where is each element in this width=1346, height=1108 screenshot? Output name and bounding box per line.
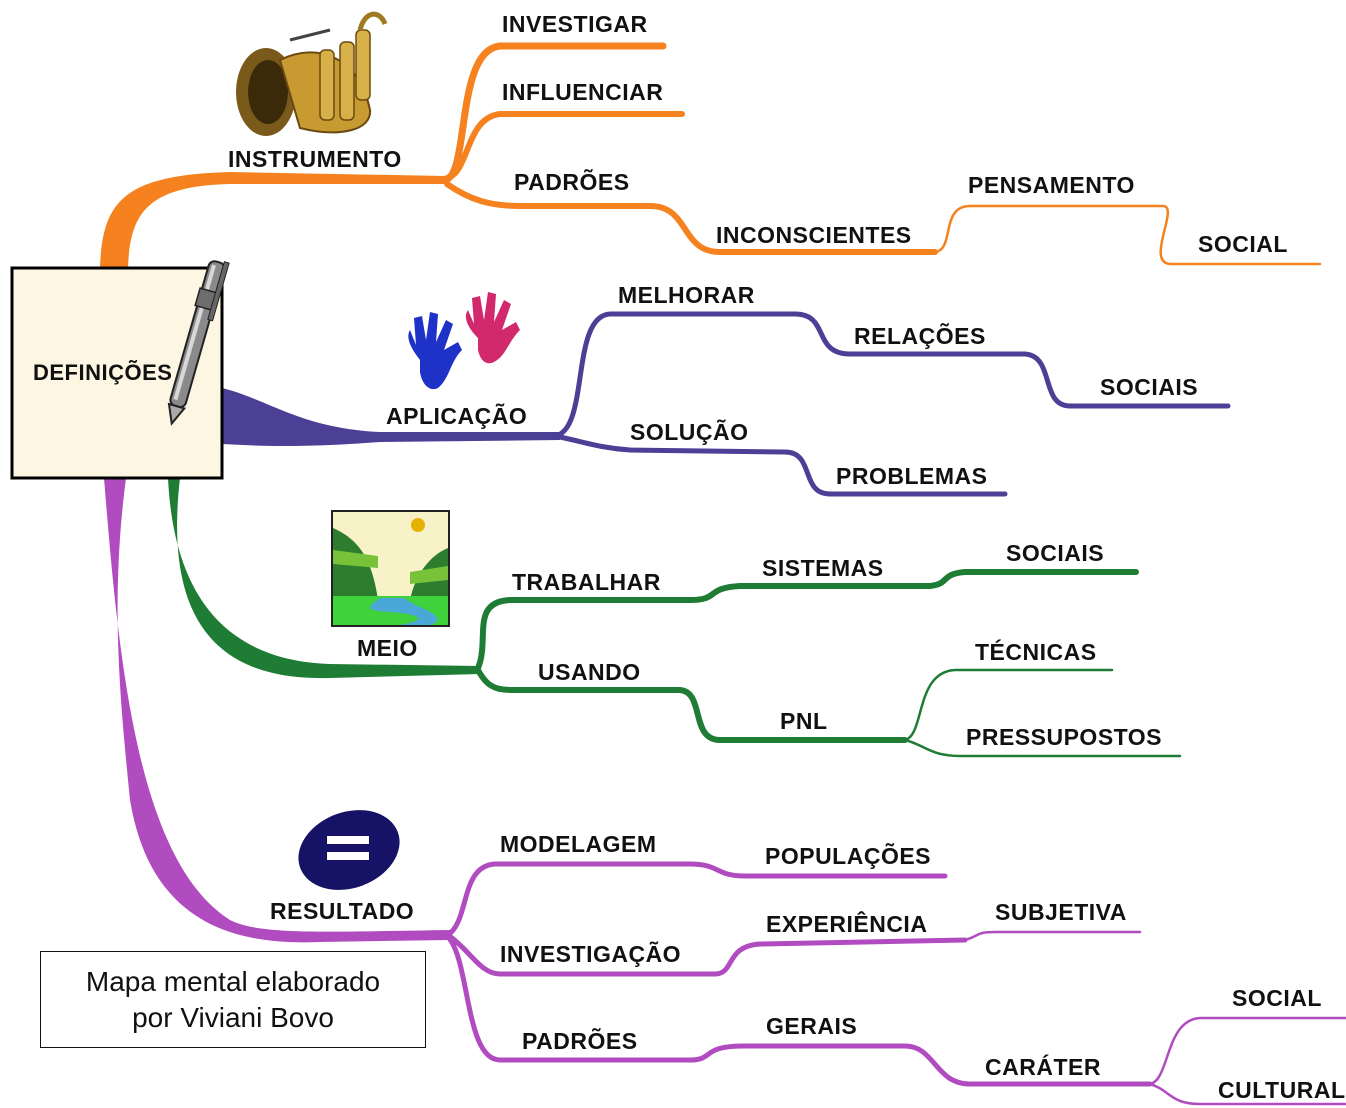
branch-aplicacao [222,388,560,446]
node-social-carater: SOCIAL [1232,985,1322,1011]
node-sociais-relacoes: SOCIAIS [1100,374,1198,400]
node-cultural: CULTURAL [1218,1077,1346,1103]
node-populacoes: POPULAÇÕES [765,842,931,869]
node-sociais-sistemas: SOCIAIS [1006,540,1104,566]
node-resultado: RESULTADO [270,898,414,924]
node-investigacao: INVESTIGAÇÃO [500,940,681,967]
branch-instrumento [100,172,445,268]
node-padroes-resultado: PADRÕES [522,1027,638,1054]
node-carater: CARÁTER [985,1053,1101,1080]
node-melhorar: MELHORAR [618,282,755,308]
node-subjetiva: SUBJETIVA [995,899,1127,925]
node-experiencia: EXPERIÊNCIA [766,910,927,937]
equals-icon [298,810,400,890]
node-pnl: PNL [780,708,828,734]
node-trabalhar: TRABALHAR [512,569,661,595]
center-node [10,266,224,480]
node-social-pensamento: SOCIAL [1198,231,1288,257]
node-aplicacao: APLICAÇÃO [386,402,527,429]
node-pensamento: PENSAMENTO [968,172,1135,198]
node-inconscientes: INCONSCIENTES [716,222,912,248]
node-usando: USANDO [538,659,641,685]
node-influenciar: INFLUENCIAR [502,79,663,105]
pen-icon [167,260,230,426]
center-label: DEFINIÇÕES [33,360,172,385]
node-modelagem: MODELAGEM [500,831,657,857]
node-sistemas: SISTEMAS [762,555,884,581]
node-problemas: PROBLEMAS [836,463,987,489]
node-relacoes: RELAÇÕES [854,322,986,349]
node-solucao: SOLUÇÃO [630,418,749,445]
node-tecnicas: TÉCNICAS [975,638,1097,665]
credit-box: Mapa mental elaborado por Viviani Bovo [40,951,426,1048]
node-gerais: GERAIS [766,1013,857,1039]
node-investigar: INVESTIGAR [502,11,648,37]
credit-line-2: por Viviani Bovo [132,1001,334,1033]
hands-icon [408,292,520,390]
tuba-icon [236,11,388,136]
credit-line-1: Mapa mental elaborado [85,965,381,997]
landscape-icon [331,510,450,627]
node-padroes-instrumento: PADRÕES [514,168,630,195]
node-meio: MEIO [357,635,418,661]
node-pressupostos: PRESSUPOSTOS [966,724,1162,750]
node-instrumento: INSTRUMENTO [228,146,402,172]
